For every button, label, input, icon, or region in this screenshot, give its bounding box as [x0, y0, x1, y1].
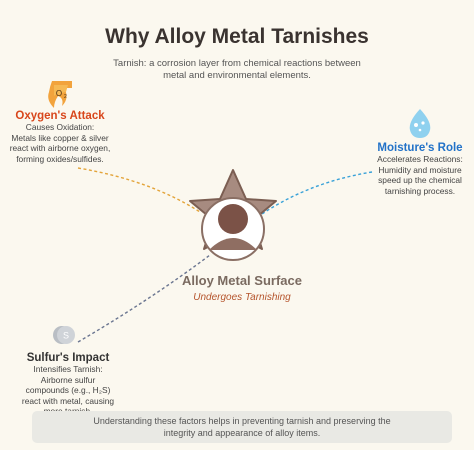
center-sublabel: Undergoes Tarnishing: [193, 292, 291, 303]
metal-surface-icon: [189, 169, 277, 261]
oxygen-effect: Causes Oxidation:: [25, 122, 95, 132]
moisture-connector: [261, 171, 373, 215]
page-title: Why Alloy Metal Tarnishes: [105, 25, 369, 48]
sulfur-effect: Intensifies Tarnish:: [33, 364, 103, 374]
sulfur-icon-label: S: [63, 331, 69, 341]
center-label: Alloy Metal Surface: [182, 273, 302, 288]
oxygen-factor: Oxygen's Attack Causes Oxidation: Metals…: [8, 110, 112, 164]
oxygen-connector: [77, 167, 201, 213]
sulfur-icon: S: [53, 326, 75, 344]
moisture-factor: Moisture's Role Accelerates Reactions: H…: [370, 142, 470, 196]
sulfur-heading: Sulfur's Impact: [26, 352, 110, 364]
oxygen-icon-label: O: [56, 89, 62, 98]
oxygen-icon: O 2: [48, 81, 72, 108]
droplet-icon: [409, 109, 431, 138]
sulfur-connector: [77, 254, 211, 343]
moisture-heading: Moisture's Role: [377, 142, 463, 154]
sulfur-factor: Sulfur's Impact Intensifies Tarnish: Air…: [18, 352, 118, 417]
oxygen-icon-subscript: 2: [64, 94, 67, 100]
oxygen-description: Metals like copper & silver react with a…: [9, 132, 111, 164]
moisture-effect: Accelerates Reactions:: [377, 154, 463, 164]
page-subtitle: Tarnish: a corrosion layer from chemical…: [113, 58, 361, 81]
oxygen-heading: Oxygen's Attack: [15, 110, 105, 122]
footer-text: Understanding these factors helps in pre…: [93, 416, 391, 438]
footer-note: Understanding these factors helps in pre…: [32, 411, 452, 443]
moisture-description: Humidity and moisture speed up the chemi…: [378, 164, 462, 196]
